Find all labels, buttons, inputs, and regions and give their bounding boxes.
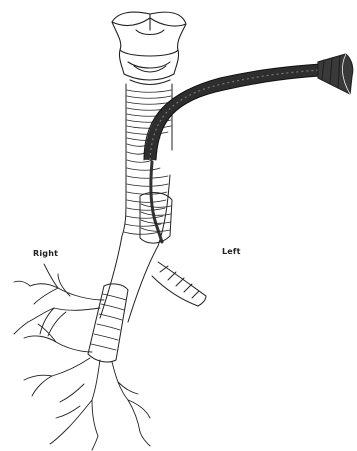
- left-side-label: Left: [222, 247, 241, 256]
- right-main-bronchus: [88, 236, 158, 362]
- bronchoscope-handle: [318, 54, 353, 94]
- larynx: [112, 12, 186, 84]
- left-main-bronchus: [152, 262, 206, 306]
- right-bronchial-tree: [14, 264, 150, 450]
- bronchoscope-insertion-tube: [150, 70, 320, 160]
- right-side-label: Right: [33, 249, 58, 258]
